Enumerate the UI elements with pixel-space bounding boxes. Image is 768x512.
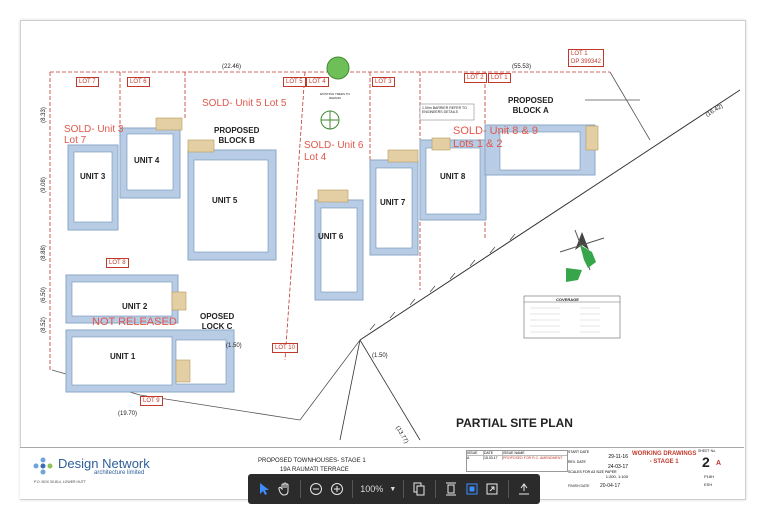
rev-date: 24-03-17 bbox=[607, 464, 628, 470]
sold-unit-5-note: SOLD- Unit 5 Lot 5 bbox=[202, 98, 287, 109]
project-name: PROPOSED TOWNHOUSES- STAGE 1 bbox=[258, 458, 366, 464]
toolbar-divider bbox=[403, 480, 405, 498]
revision-header: ISSUE NAME bbox=[503, 451, 525, 455]
download-icon[interactable] bbox=[515, 479, 532, 499]
firm-subtitle: architecture limited bbox=[94, 470, 145, 476]
drawing-code: P18H bbox=[704, 474, 715, 479]
not-released-note: NOT RELEASED bbox=[92, 316, 177, 328]
dimension-label: (8.33) bbox=[40, 107, 47, 123]
toolbar-divider bbox=[434, 480, 436, 498]
copy-icon[interactable] bbox=[411, 479, 428, 499]
unit-4-label: UNIT 4 bbox=[134, 156, 160, 165]
zoom-level-select[interactable]: 100% ▼ bbox=[360, 484, 396, 494]
revision-cell: PROPOSED FOR R.C. AMENDMENT bbox=[503, 456, 563, 460]
revision-cell: A bbox=[467, 456, 484, 460]
start-date: 29-11-16 bbox=[608, 454, 628, 460]
dimension-label: (8.88) bbox=[40, 245, 47, 261]
dates-block: START DATE 29-11-16 REV. DATE 24-03-17 S… bbox=[568, 450, 628, 484]
sheet-revision: A bbox=[716, 460, 722, 467]
revision-table: ISSUE DATE ISSUE NAME A 15.03.17 PROPOSE… bbox=[466, 450, 568, 472]
revision-header: DATE bbox=[484, 451, 503, 455]
finish-date: 20-04-17 bbox=[600, 483, 621, 489]
firm-contact: P.O. BOX 30-814, LOWER HUTT bbox=[34, 480, 86, 484]
pointer-icon[interactable] bbox=[256, 479, 273, 499]
project-address: 19A RAUMATI TERRACE bbox=[280, 467, 349, 473]
zoom-level-value: 100% bbox=[360, 484, 384, 494]
viewer-toolbar: 100% ▼ bbox=[248, 474, 540, 504]
lot-10-label: LOT 10 bbox=[272, 343, 298, 353]
zoom-out-icon[interactable] bbox=[308, 479, 325, 499]
lot-4-label: LOT 4 bbox=[306, 77, 329, 87]
nz-map-icon bbox=[566, 245, 596, 282]
scale-value: 1:200, 1:100 bbox=[605, 474, 628, 479]
dimension-label: (1.50) bbox=[226, 343, 242, 349]
unit-3-label: UNIT 3 bbox=[80, 172, 106, 181]
start-date-label: START DATE bbox=[568, 450, 590, 454]
stage-label: WORKING DRAWINGS- STAGE 1 bbox=[632, 451, 697, 465]
dimension-label: (1.50) bbox=[372, 353, 388, 359]
dimension-label: (19.70) bbox=[118, 411, 138, 417]
tree-icon bbox=[320, 56, 350, 130]
revision-cell: 15.03.17 bbox=[484, 456, 503, 460]
coverage-title: COVERAGE bbox=[556, 297, 579, 302]
drawing-code: ESH bbox=[704, 482, 713, 487]
toolbar-divider bbox=[352, 480, 354, 498]
zoom-in-icon[interactable] bbox=[329, 479, 346, 499]
rev-date-label: REV. DATE bbox=[568, 460, 586, 464]
dimension-label: (9.08) bbox=[40, 177, 47, 193]
dimension-label: (55.53) bbox=[512, 64, 532, 70]
sheet-no-label: SHEET No. bbox=[698, 449, 717, 453]
lot-3-label: LOT 3 bbox=[372, 77, 395, 87]
lot-2-label: LOT 2 bbox=[464, 73, 487, 83]
lot-5-label: LOT 5 bbox=[283, 77, 306, 87]
fullscreen-icon[interactable] bbox=[484, 479, 501, 499]
unit-1-label: UNIT 1 bbox=[110, 352, 136, 361]
lot-7-label: LOT 7 bbox=[76, 77, 99, 87]
partial-site-plan-title: PARTIAL SITE PLAN bbox=[456, 416, 573, 430]
unit-6-label: UNIT 6 bbox=[318, 232, 344, 241]
revision-header: ISSUE bbox=[467, 451, 484, 455]
dimension-label: (8.52) bbox=[40, 317, 47, 333]
dimension-label: (22.46) bbox=[222, 64, 242, 70]
unit-8-label: UNIT 8 bbox=[440, 172, 466, 181]
finish-date-label: FINISH DATE bbox=[568, 484, 590, 488]
toolbar-divider bbox=[507, 480, 509, 498]
unit-7-label: UNIT 7 bbox=[380, 198, 406, 207]
lot-9-label: LOT 9 bbox=[140, 396, 163, 406]
hand-icon[interactable] bbox=[277, 479, 294, 499]
fit-page-icon[interactable] bbox=[463, 479, 480, 499]
barrier-note: 1.00m BARRIER REFER TO ENGINEERS DETAILS bbox=[422, 106, 467, 114]
coverage-table bbox=[523, 295, 621, 339]
sheet-number: 2 bbox=[702, 454, 710, 470]
design-network-logo-icon bbox=[33, 457, 53, 475]
tree-note: EXISTING TREES TO REMAIN bbox=[320, 92, 350, 100]
dimension-label: (6.50) bbox=[40, 287, 47, 303]
toolbar-divider bbox=[300, 480, 302, 498]
unit-5-label: UNIT 5 bbox=[212, 196, 238, 205]
lot-6-label: LOT 6 bbox=[127, 77, 150, 87]
lot-8-label: LOT 8 bbox=[106, 258, 129, 268]
fit-height-icon[interactable] bbox=[443, 479, 460, 499]
lot-1-label: LOT 1 bbox=[488, 73, 511, 83]
dropdown-icon: ▼ bbox=[389, 485, 397, 493]
unit-2-label: UNIT 2 bbox=[122, 302, 148, 311]
firm-name: Design Network bbox=[58, 456, 150, 471]
scales-label: SCALES FOR A3 SIZE PAPER bbox=[568, 470, 617, 474]
